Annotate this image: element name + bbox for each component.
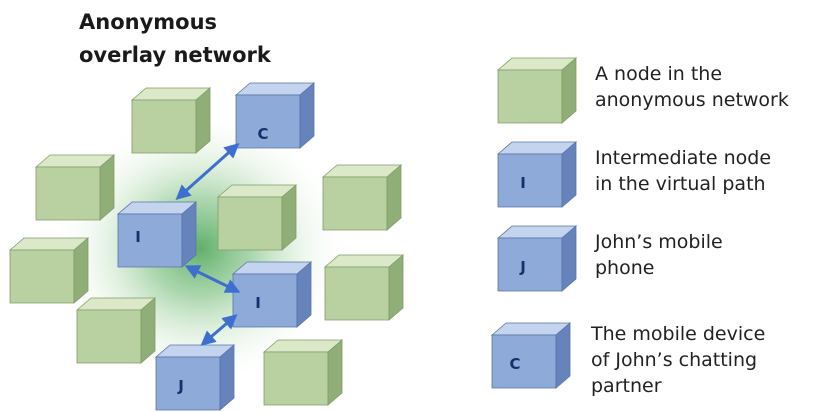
- chat-partner-node-label: C: [257, 125, 268, 143]
- legend-john-phone-line-2: phone: [595, 257, 654, 279]
- intermediate-node-1: I: [117, 201, 197, 268]
- path-arrow-c-i: [175, 143, 240, 200]
- legend-chat-partner-line-3: partner: [591, 375, 662, 397]
- network-node: [324, 254, 404, 321]
- legend-chat-partner-line-2: of John’s chatting: [591, 349, 757, 371]
- john-node-label: J: [177, 377, 184, 395]
- legend: A node in the anonymous network I Interm…: [491, 57, 789, 397]
- intermediate-node-1-label: I: [135, 228, 141, 246]
- legend-intermediate-node-line-1: Intermediate node: [595, 147, 771, 169]
- network-node: [217, 184, 297, 251]
- legend-network-node-line-2: anonymous network: [595, 89, 789, 111]
- title-line-2: overlay network: [79, 43, 272, 67]
- network-nodes: C I I J: [9, 82, 404, 411]
- intermediate-node-2: I: [232, 261, 312, 328]
- intermediate-node-2-label: I: [255, 294, 261, 312]
- legend-intermediate-node-line-2: in the virtual path: [595, 173, 766, 195]
- network-node: [263, 339, 343, 406]
- network-node: [76, 297, 156, 364]
- legend-john-phone-letter: J: [519, 258, 526, 276]
- path-arrow-i-j: [200, 314, 238, 346]
- diagram-title: Anonymous overlay network: [79, 10, 272, 67]
- legend-chat-partner-line-1: The mobile device: [590, 323, 765, 345]
- john-node: J: [155, 344, 235, 411]
- path-arrow-i-i: [184, 265, 241, 293]
- legend-item-network-node: A node in the anonymous network: [497, 57, 789, 124]
- network-node: [35, 154, 115, 221]
- legend-john-phone-line-1: John’s mobile: [594, 231, 723, 253]
- network-node: [9, 237, 89, 304]
- network-node: [131, 87, 211, 154]
- legend-item-intermediate-node: I Intermediate node in the virtual path: [497, 141, 771, 208]
- chat-partner-node: C: [235, 82, 315, 149]
- title-line-1: Anonymous: [79, 10, 217, 34]
- legend-item-john-phone: J John’s mobile phone: [497, 225, 723, 292]
- legend-chat-partner-letter: C: [509, 355, 520, 373]
- legend-intermediate-node-letter: I: [520, 174, 526, 192]
- network-node: [322, 164, 402, 231]
- virtual-path: [175, 143, 241, 346]
- legend-item-chat-partner: C The mobile device of John’s chatting p…: [491, 322, 765, 397]
- legend-network-node-line-1: A node in the: [595, 63, 722, 85]
